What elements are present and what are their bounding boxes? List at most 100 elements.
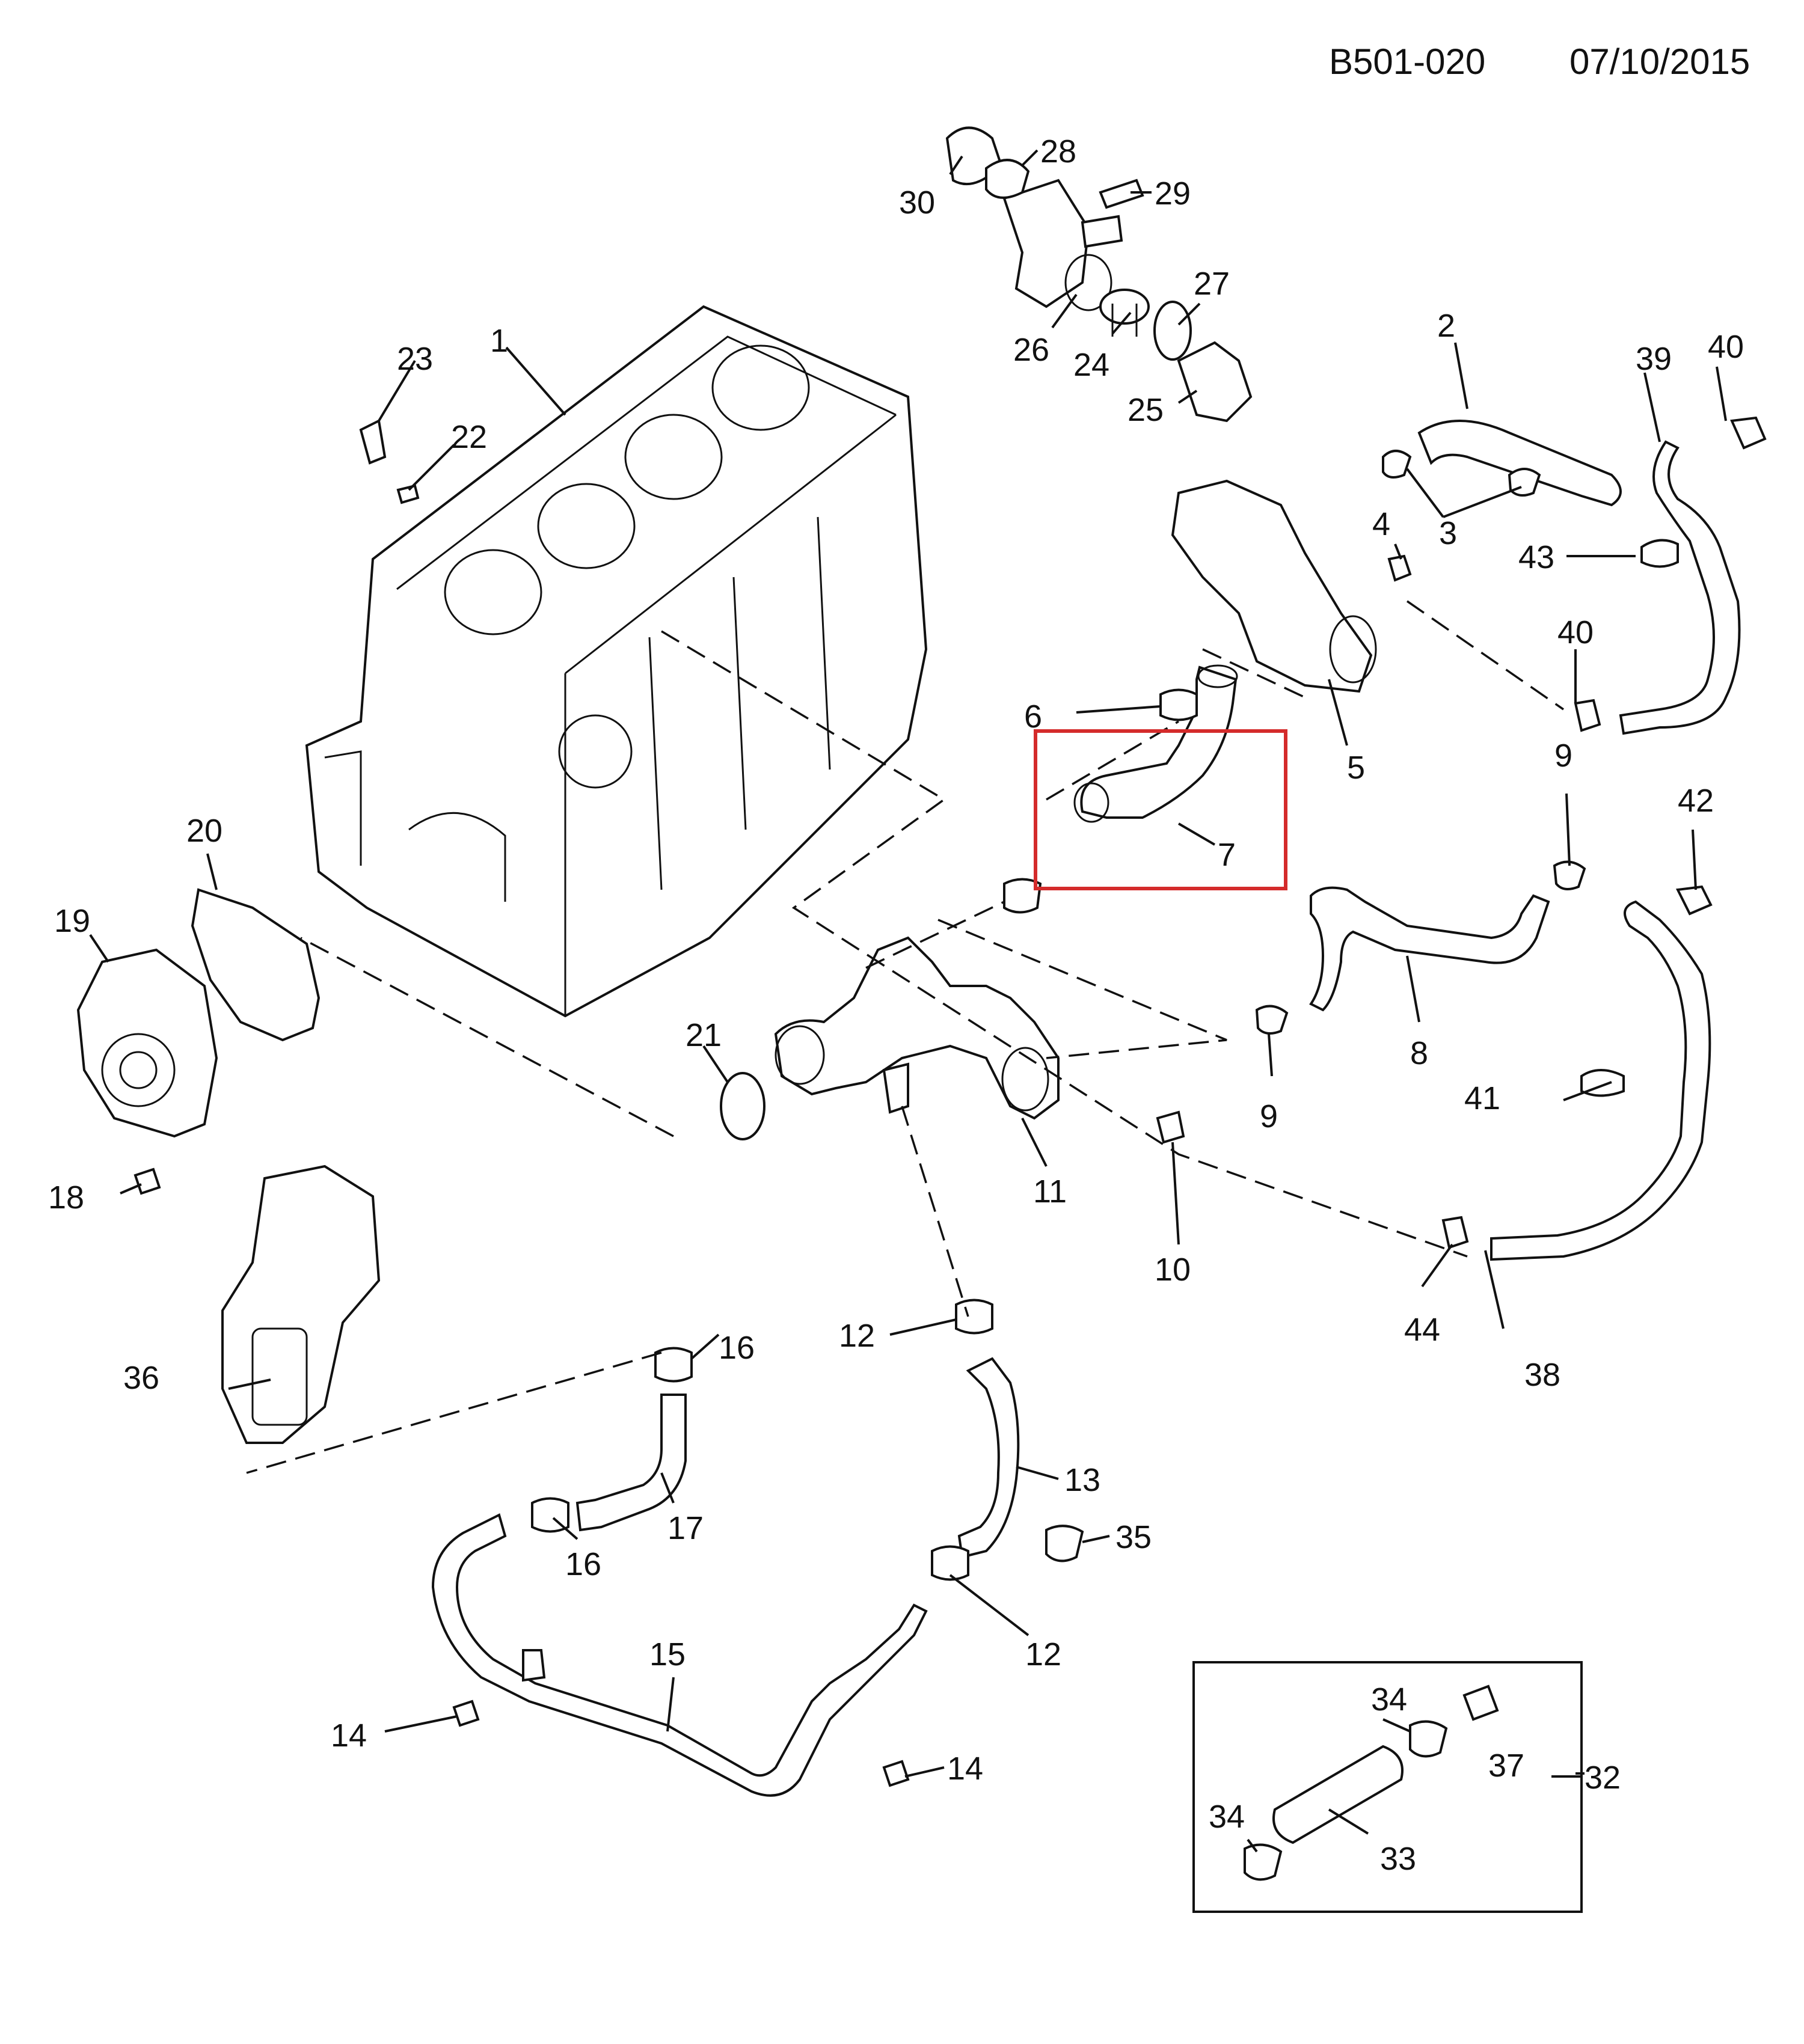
- hose-13: [957, 1357, 1020, 1559]
- o-ring-27: [1153, 301, 1192, 361]
- callout-40a: 40: [1708, 329, 1744, 365]
- hose-clamp-3b: [1508, 468, 1541, 497]
- callout-19: 19: [54, 903, 90, 939]
- clip-43: [1640, 539, 1679, 568]
- callout-12a: 12: [839, 1318, 875, 1354]
- clamp-12a: [955, 1299, 993, 1335]
- seal-21: [720, 1072, 765, 1140]
- callout-10: 10: [1155, 1252, 1191, 1288]
- callout-9b: 9: [1260, 1098, 1278, 1134]
- callout-16b: 16: [565, 1546, 601, 1582]
- hose-bracket-15: [522, 1649, 546, 1682]
- thermostat-cover-25: [1177, 341, 1253, 423]
- callout-4: 4: [1372, 506, 1390, 542]
- hose-clamp-3a: [1382, 450, 1412, 479]
- callout-44: 44: [1404, 1312, 1440, 1348]
- clamp-16a: [654, 1347, 693, 1383]
- clamp-42: [1675, 885, 1713, 916]
- repair-kit-box-32: [1192, 1661, 1583, 1913]
- hose-7: [1080, 666, 1238, 819]
- clamp-12b: [931, 1545, 969, 1581]
- callout-1: 1: [490, 323, 508, 359]
- callout-6: 6: [1024, 699, 1042, 735]
- callout-8: 8: [1410, 1035, 1428, 1071]
- engine-block: [305, 305, 928, 1018]
- bolt-18: [133, 1167, 161, 1195]
- callout-14a: 14: [331, 1718, 367, 1754]
- callout-35: 35: [1115, 1519, 1152, 1555]
- callout-23: 23: [397, 341, 433, 377]
- callout-2: 2: [1437, 308, 1455, 344]
- callout-15: 15: [649, 1636, 686, 1672]
- hose-38: [1490, 900, 1711, 1261]
- hose-2: [1417, 420, 1622, 507]
- callout-5: 5: [1347, 750, 1365, 786]
- thermostat-24: [1099, 289, 1150, 337]
- callout-36: 36: [123, 1360, 159, 1396]
- callout-3: 3: [1439, 515, 1457, 551]
- clamp-34a: [1409, 1720, 1448, 1758]
- callout-38: 38: [1524, 1357, 1560, 1393]
- callout-16a: 16: [719, 1330, 755, 1366]
- diagram-date: 07/10/2015: [1569, 41, 1750, 82]
- clamp-9a: [1553, 860, 1586, 890]
- callout-30: 30: [899, 185, 935, 221]
- thermostat-housing: [1002, 179, 1123, 311]
- bolt-23: [359, 419, 387, 465]
- callout-11: 11: [1033, 1173, 1067, 1210]
- callout-9a: 9: [1554, 738, 1572, 774]
- clamp-40b: [1574, 699, 1601, 732]
- temperature-sensor-29: [1099, 179, 1144, 209]
- callout-42: 42: [1678, 783, 1714, 819]
- leader-lines: [89, 149, 1727, 1853]
- hose-8: [1309, 886, 1550, 1012]
- callout-20: 20: [186, 813, 222, 849]
- callout-28: 28: [1040, 133, 1076, 170]
- clamp-35: [1045, 1525, 1084, 1562]
- bolt-10: [1156, 1110, 1185, 1144]
- callout-32: 32: [1585, 1760, 1621, 1796]
- callout-26: 26: [1013, 332, 1049, 368]
- callout-24: 24: [1073, 347, 1109, 383]
- gasket-28: [985, 159, 1030, 199]
- callout-29: 29: [1155, 176, 1191, 212]
- callout-34a: 34: [1371, 1681, 1407, 1718]
- callout-27: 27: [1194, 266, 1230, 302]
- callout-40b: 40: [1557, 614, 1594, 650]
- callout-12b: 12: [1025, 1636, 1061, 1672]
- water-pump-19: [76, 948, 218, 1138]
- clamp-40a: [1730, 416, 1767, 450]
- clamp-9b: [1255, 1005, 1289, 1035]
- clamp-6: [1159, 688, 1198, 721]
- callout-7: 7: [1218, 837, 1236, 873]
- coolant-outlet-housing-5: [1171, 479, 1373, 693]
- callout-22: 22: [451, 419, 487, 455]
- water-outlet-11: [774, 936, 1060, 1120]
- callout-18: 18: [48, 1180, 84, 1216]
- assembly-lines: [246, 600, 1564, 1474]
- bolt-14a: [452, 1700, 480, 1727]
- oil-cooler-36: [221, 1164, 381, 1444]
- clamp-34b: [1244, 1843, 1283, 1881]
- callout-41: 41: [1464, 1080, 1500, 1116]
- callout-37: 37: [1488, 1748, 1524, 1784]
- hose-15: [431, 1513, 928, 1797]
- callout-17: 17: [667, 1510, 704, 1546]
- clamp-6b: [1003, 878, 1042, 914]
- callout-labels: 1 2 3 4 5 6 7 8 9 9 10 11 12 12 13 14 14…: [48, 133, 1744, 1877]
- highlight-box-part-7: [1034, 729, 1287, 890]
- gasket-20: [191, 888, 321, 1042]
- callout-25: 25: [1128, 392, 1164, 428]
- plug-37: [1462, 1684, 1499, 1721]
- hose-17: [575, 1394, 687, 1532]
- bolt-14b: [882, 1760, 910, 1787]
- callout-21: 21: [686, 1017, 722, 1053]
- diagram-code: B501-020: [1329, 41, 1485, 82]
- connector-tube-33: [1272, 1745, 1404, 1844]
- callout-13: 13: [1064, 1462, 1100, 1498]
- clamp-44: [1441, 1216, 1469, 1249]
- callout-14b: 14: [947, 1751, 983, 1787]
- outlet-pipe-11b: [882, 1062, 909, 1114]
